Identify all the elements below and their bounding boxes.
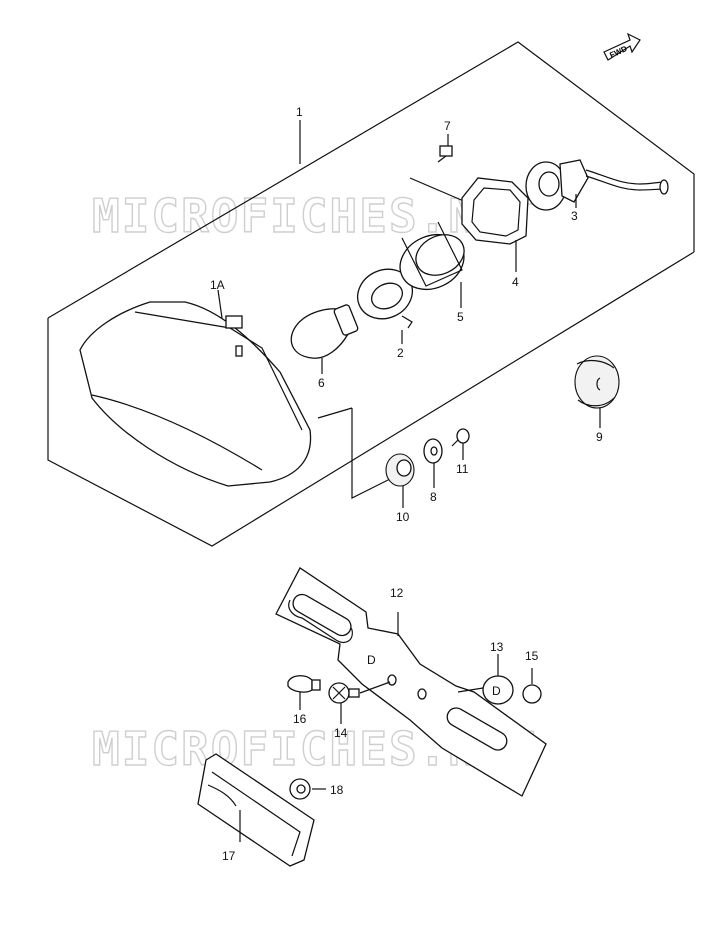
washer-8 [423, 438, 443, 464]
callout-4: 4 [512, 275, 519, 289]
bulb [290, 304, 359, 359]
callout-5: 5 [457, 310, 464, 324]
packing-ring [399, 221, 465, 291]
screw-11 [451, 428, 470, 447]
callout-13: 13 [490, 640, 504, 654]
callout-2: 2 [397, 346, 404, 360]
leader-bolt-7 [409, 177, 467, 203]
socket-ring [357, 268, 413, 329]
screw-14 [328, 681, 391, 704]
plate-mark-d2: D [492, 684, 501, 698]
callout-9: 9 [596, 430, 603, 444]
callout-6: 6 [318, 376, 325, 390]
grommet-9 [574, 355, 620, 409]
assembly-outline-bottom [47, 251, 695, 547]
fwd-label: FWD [608, 44, 629, 60]
fwd-arrow-icon: FWD [603, 32, 641, 61]
reflector-17 [197, 753, 315, 867]
leader-grommet-10 [351, 408, 393, 499]
leader-lens [317, 407, 353, 419]
callout-16: 16 [293, 712, 307, 726]
license-bracket: D [275, 567, 547, 797]
callout-10: 10 [396, 510, 410, 524]
cushion-10 [385, 453, 415, 487]
socket-harness [525, 159, 669, 211]
callout-1a: 1A [210, 278, 225, 292]
callout-12: 12 [390, 586, 404, 600]
callout-17: 17 [222, 849, 236, 863]
callout-8: 8 [430, 490, 437, 504]
nut-18 [289, 778, 326, 800]
callout-15: 15 [525, 649, 539, 663]
callout-3: 3 [571, 209, 578, 223]
callout-14: 14 [334, 726, 348, 740]
callout-1: 1 [296, 105, 303, 119]
callout-11: 11 [456, 462, 469, 476]
clip-15 [522, 668, 542, 704]
gasket [461, 177, 529, 245]
plate-mark-d1: D [367, 653, 376, 667]
callout-18: 18 [330, 783, 344, 797]
leader-1a [217, 289, 223, 319]
nut-16 [287, 675, 321, 693]
tail-lamp-lens [79, 301, 312, 487]
bolt-7 [437, 145, 453, 163]
callout-7: 7 [444, 119, 451, 133]
assembly-outline-top [47, 41, 695, 319]
